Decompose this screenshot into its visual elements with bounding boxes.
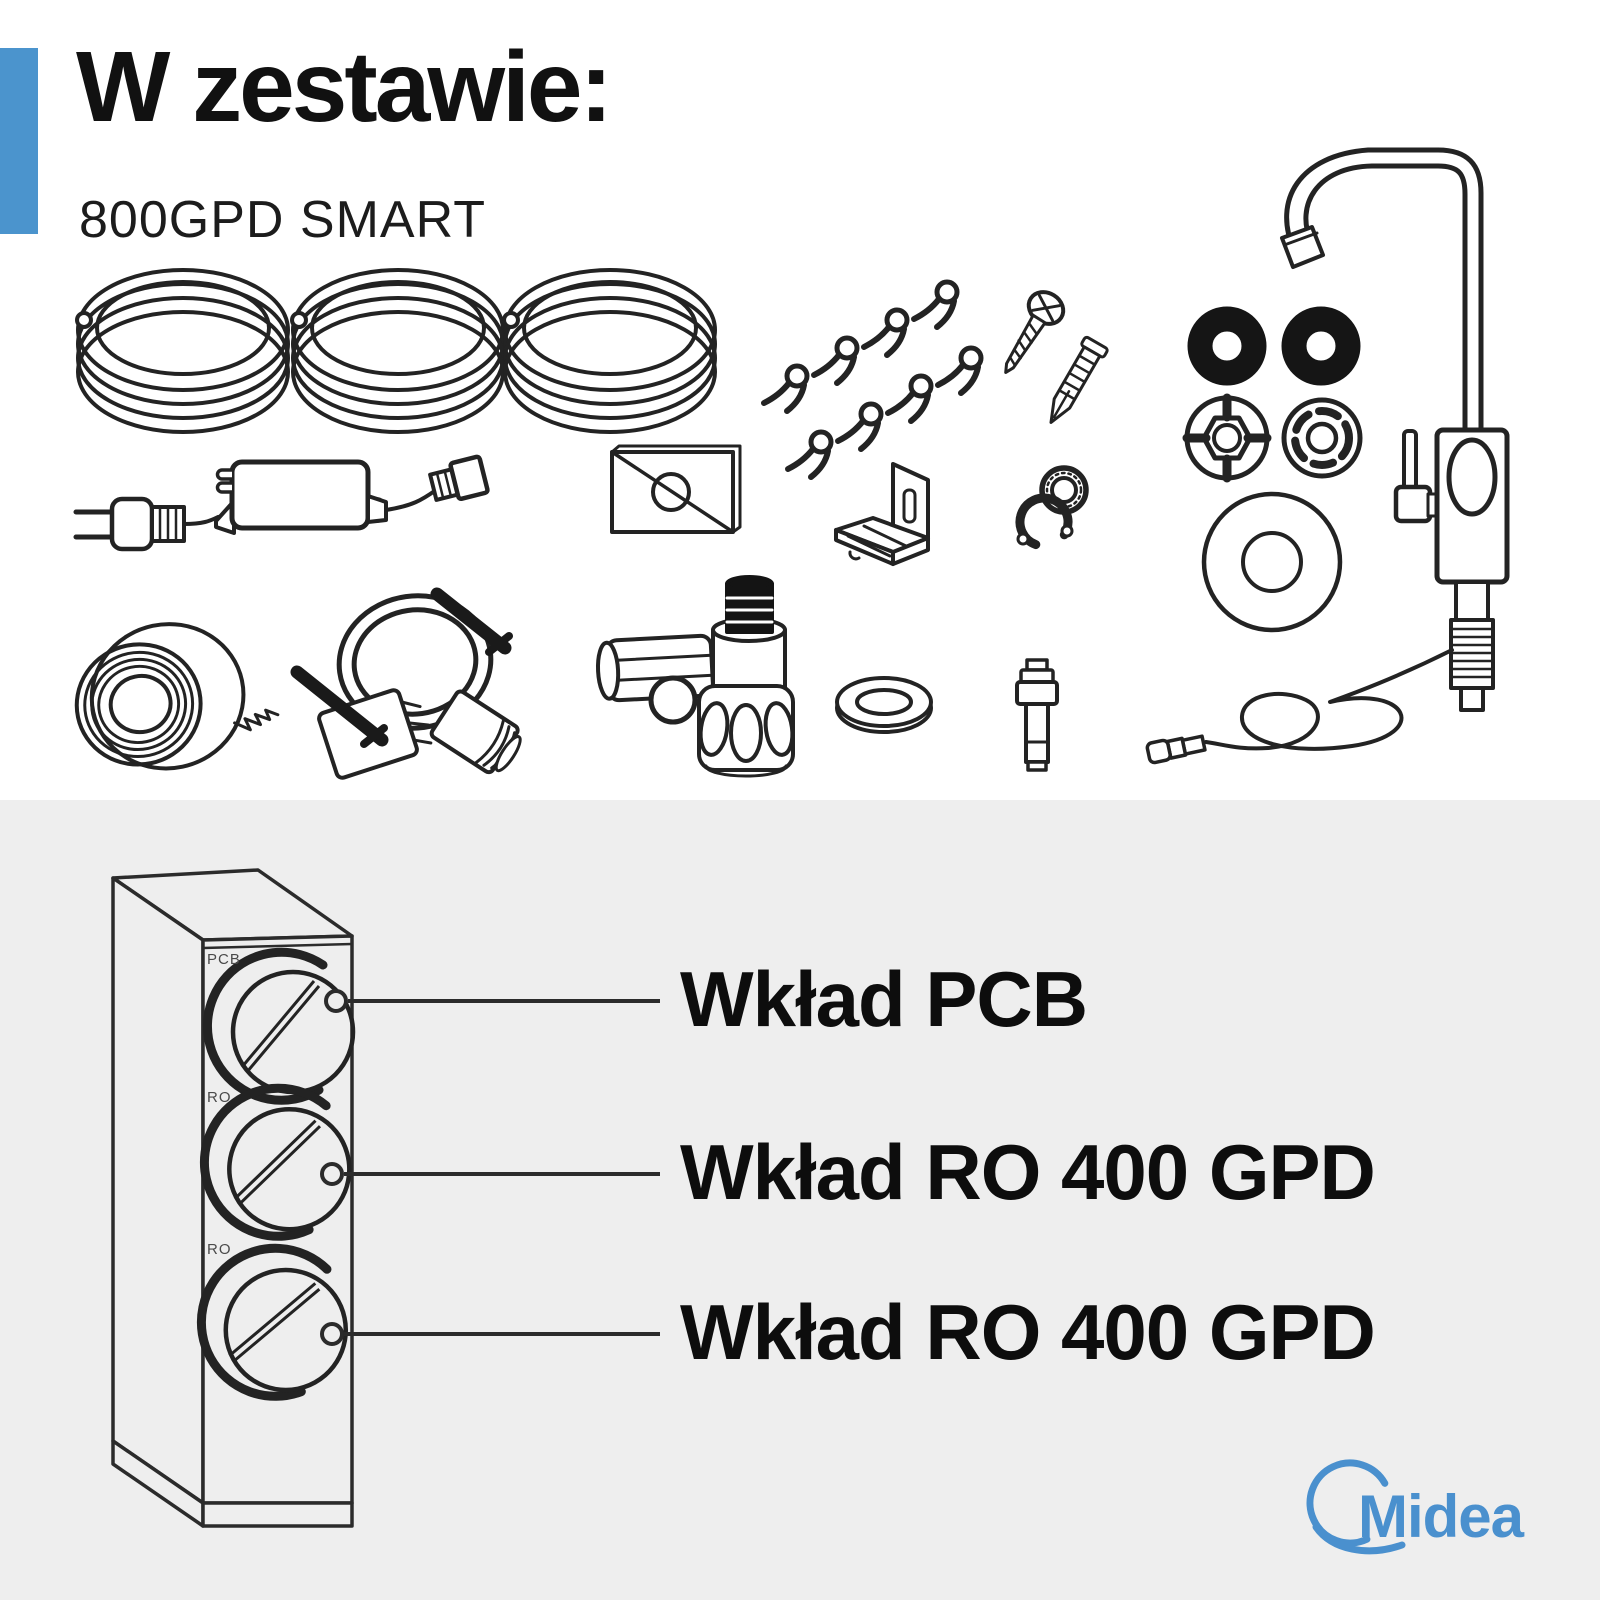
midea-wordmark: Midea	[1358, 1483, 1525, 1550]
callout-label-ro-1: Wkład RO 400 GPD	[680, 1128, 1375, 1216]
filter-wrench-disc-icon	[1281, 397, 1363, 479]
faucet-cable-icon	[1145, 648, 1454, 765]
filter-housing-unit	[111, 868, 354, 1528]
gasket-ring-icon	[835, 676, 933, 734]
accent-bar	[0, 48, 38, 234]
filter-unit-diagram: PCB RO RO Wkład PCB Wkład RO 400 GPD Wkł…	[111, 868, 1526, 1555]
callout-label-pcb: Wkład PCB	[680, 955, 1087, 1043]
o-ring-icon	[1281, 306, 1361, 386]
page-subtitle: 800GPD SMART	[79, 191, 486, 249]
o-ring-icon	[1187, 306, 1267, 386]
midea-swoosh-icon	[1312, 1523, 1406, 1555]
drain-clamp-icon	[290, 587, 522, 780]
feed-valve-icon	[595, 575, 795, 778]
port-label-ro-1: RO	[207, 1089, 232, 1106]
clip-wrench-icon	[1015, 465, 1089, 551]
cartridge-port	[320, 1162, 344, 1186]
faucet-icon	[1280, 147, 1510, 712]
mounting-screw-icon	[1004, 290, 1066, 374]
power-adapter-icon	[73, 454, 490, 552]
midea-logo: Midea	[1306, 1459, 1526, 1555]
tube-clips-icon	[764, 282, 981, 477]
wall-anchor-icon	[1049, 335, 1109, 424]
sticker-label-icon	[610, 444, 742, 534]
midea-swirl-icon	[1306, 1459, 1394, 1547]
escutcheon-plate-icon	[1201, 491, 1343, 633]
kit-parts-illustration	[73, 147, 1510, 780]
cartridges-section: PCB RO RO Wkład PCB Wkład RO 400 GPD Wkł…	[0, 800, 1600, 1600]
tubing-coil-icon	[290, 268, 505, 434]
cartridge-port	[324, 989, 348, 1013]
port-label-ro-2: RO	[207, 1241, 232, 1258]
port-label-pcb: PCB	[207, 951, 241, 968]
quick-connect-fitting-icon	[1015, 658, 1059, 772]
cartridge-port	[320, 1322, 344, 1346]
filter-wrench-disc-icon	[1182, 393, 1272, 483]
page-title: W zestawie:	[76, 31, 613, 143]
teflon-tape-icon	[74, 622, 280, 771]
tubing-coil-icon	[75, 268, 290, 434]
tubing-coil-icon	[502, 268, 717, 434]
callout-label-ro-2: Wkład RO 400 GPD	[680, 1288, 1375, 1376]
mounting-bracket-icon	[834, 462, 930, 566]
included-items-section: W zestawie: 800GPD SMART	[0, 31, 1510, 780]
